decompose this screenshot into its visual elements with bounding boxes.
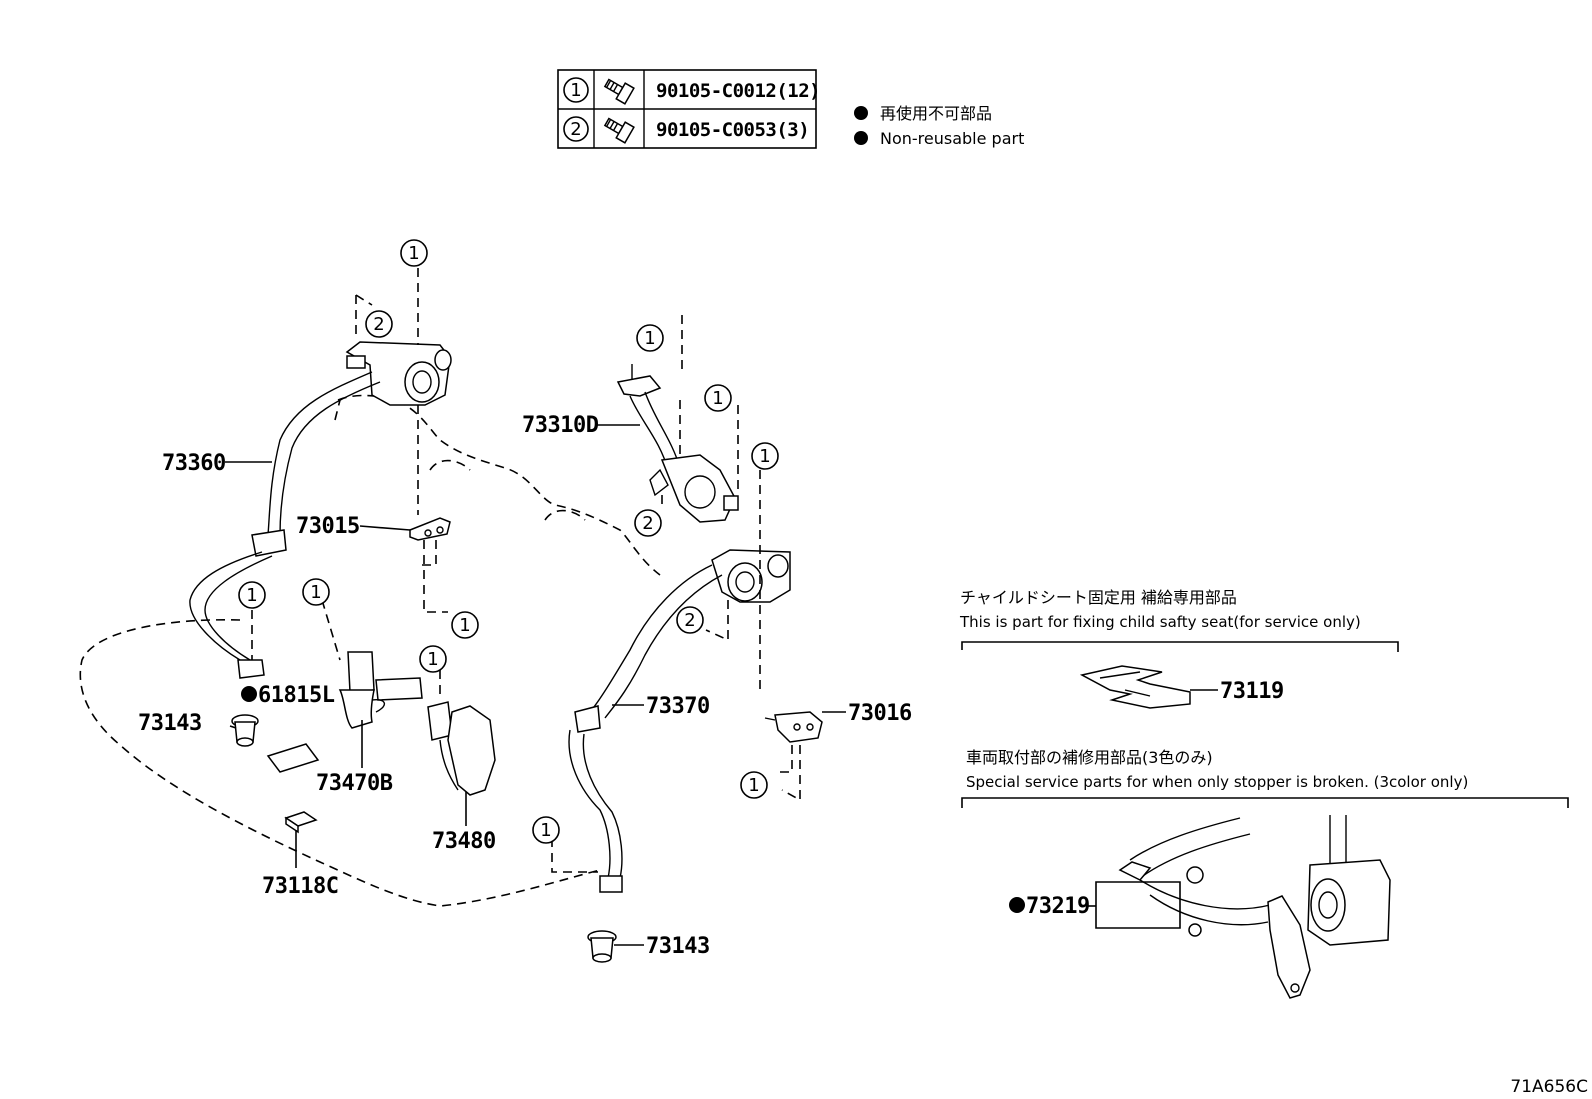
leader-lines xyxy=(225,424,846,946)
ref-circle-1: 1 xyxy=(740,771,768,799)
clip-73143-left xyxy=(231,714,259,747)
ref-number: 1 xyxy=(408,243,419,264)
part-label-73118C: 73118C xyxy=(262,874,338,899)
ref-number: 1 xyxy=(644,328,655,349)
seat-outline xyxy=(79,394,661,907)
retractor-73310D xyxy=(616,364,739,523)
pad-61815L xyxy=(266,743,320,773)
ref-circle-1: 1 xyxy=(636,324,664,352)
part-label-73310D: 73310D xyxy=(522,413,599,438)
part-label-73470B: 73470B xyxy=(316,771,393,796)
part-labels: 73360 73015 61815L 73143 73470B 73480 73… xyxy=(138,413,912,959)
ref-circle-1: 1 xyxy=(302,578,330,606)
ref-circles: 1 2 1 1 1 1 1 1 1 2 2 1 1 xyxy=(238,239,779,844)
bolt-icon xyxy=(603,78,635,105)
bolt-table-ref-1: 1 xyxy=(570,80,581,101)
bolt-icon xyxy=(603,117,635,144)
part-label-73015: 73015 xyxy=(296,514,360,539)
ref-number: 1 xyxy=(427,649,438,670)
part-label-73219: 73219 xyxy=(1026,894,1090,919)
part-label-73360: 73360 xyxy=(162,451,226,476)
reference-lines xyxy=(251,268,801,873)
legend-ja: 再使用不可部品 xyxy=(880,104,992,123)
buckle-73480 xyxy=(427,701,496,796)
retractor-73370 xyxy=(568,549,791,893)
ref-circle-2: 2 xyxy=(365,310,393,338)
non-reusable-dot-icon xyxy=(241,686,257,702)
ref-number: 2 xyxy=(642,513,653,534)
ref-circle-1: 1 xyxy=(238,581,266,609)
part-label-73119: 73119 xyxy=(1220,679,1284,704)
bolt-table-row-2: 2 90105-C0053(3) xyxy=(563,116,810,144)
part-label-73143-center: 73143 xyxy=(646,934,710,959)
ref-circle-1: 1 xyxy=(704,384,732,412)
buckle-73470B xyxy=(338,651,423,729)
ref-number: 1 xyxy=(759,446,770,467)
bolt-table-ref-2: 2 xyxy=(570,119,581,140)
bolt-table-row-1: 1 90105-C0012(12) xyxy=(563,77,821,105)
child-seat-title-en: This is part for fixing child safty seat… xyxy=(959,613,1361,631)
stopper-title-ja: 車両取付部の補修用部品(3色のみ) xyxy=(966,748,1213,767)
non-reusable-dot-icon xyxy=(854,131,868,145)
clip-73143-center xyxy=(587,930,617,963)
ref-number: 1 xyxy=(748,775,759,796)
legend-en: Non-reusable part xyxy=(880,129,1024,148)
non-reusable-dot-icon xyxy=(854,106,868,120)
legend: 再使用不可部品 Non-reusable part xyxy=(854,104,1024,148)
part-label-73143-left: 73143 xyxy=(138,711,202,736)
bracket-73119 xyxy=(1079,665,1191,709)
child-seat-section: チャイルドシート固定用 補給専用部品 This is part for fixi… xyxy=(959,588,1399,709)
ref-circle-1: 1 xyxy=(419,645,447,673)
ref-number: 2 xyxy=(373,314,384,335)
part-label-73016: 73016 xyxy=(848,701,912,726)
bolt-part-number-1: 90105-C0012(12) xyxy=(656,80,820,102)
ref-circle-2: 2 xyxy=(634,509,662,537)
ref-circle-2: 2 xyxy=(676,606,704,634)
non-reusable-dot-icon xyxy=(1009,897,1025,913)
ref-number: 1 xyxy=(246,585,257,606)
stopper-section: 車両取付部の補修用部品(3色のみ) Special service parts … xyxy=(961,748,1569,999)
part-label-73480: 73480 xyxy=(432,829,496,854)
figure-code: 71A656C xyxy=(1510,1077,1588,1097)
bolt-table: 1 90105-C0012(12) 2 90105-C0053(3) xyxy=(557,69,821,149)
ref-number: 1 xyxy=(540,820,551,841)
stopper-title-en: Special service parts for when only stop… xyxy=(966,773,1468,791)
ref-number: 1 xyxy=(712,388,723,409)
bolt-part-number-2: 90105-C0053(3) xyxy=(656,119,809,141)
part-label-61815L: 61815L xyxy=(258,683,335,708)
clip-73118C xyxy=(284,811,318,834)
child-seat-title-ja: チャイルドシート固定用 補給専用部品 xyxy=(960,588,1237,607)
part-label-73370: 73370 xyxy=(646,694,710,719)
cover-73016 xyxy=(764,711,823,743)
ref-circle-1: 1 xyxy=(751,442,779,470)
retractor-73360 xyxy=(189,341,452,679)
cover-73015 xyxy=(409,517,451,541)
ref-circle-1: 1 xyxy=(451,611,479,639)
ref-number: 1 xyxy=(310,582,321,603)
retractor-stopper-assembly xyxy=(1118,815,1391,999)
ref-number: 1 xyxy=(459,615,470,636)
ref-number: 2 xyxy=(684,610,695,631)
ref-circle-1: 1 xyxy=(400,239,428,267)
ref-circle-1: 1 xyxy=(532,816,560,844)
